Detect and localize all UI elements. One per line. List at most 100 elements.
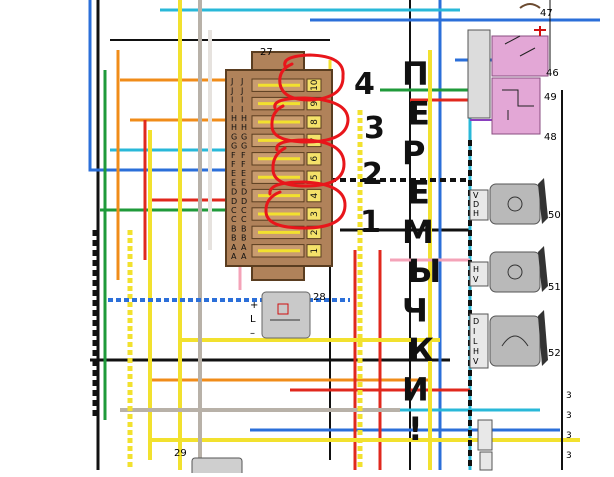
fuse-number-box <box>306 152 322 166</box>
fuse-letter-right: B <box>241 234 247 243</box>
fuse-letter-right: E <box>241 178 246 187</box>
sun-icon <box>507 264 523 280</box>
fuse-number: 4 <box>310 192 320 198</box>
fuse-letter-left: B <box>231 224 237 233</box>
fuse-letter-left: F <box>231 160 236 169</box>
vertical-word-letter: И <box>402 371 429 409</box>
relay-28: 28 + L – <box>250 291 326 339</box>
fuse-letter-right: I <box>241 105 243 114</box>
side-mark: 3 <box>566 411 572 421</box>
side-mark: 3 <box>566 391 572 401</box>
switch-51-pin-h: H <box>473 265 479 274</box>
relay-pin-minus: – <box>250 328 255 339</box>
fuse-letter-right: I <box>241 96 243 105</box>
fuse-block-bottom-tab <box>251 265 305 281</box>
fuse-number: 9 <box>310 100 320 106</box>
annotation-circle-2 <box>271 138 346 188</box>
switch-50-pin-d: D <box>473 200 479 209</box>
fuse-number: 2 <box>310 230 320 236</box>
fuse-number: 6 <box>310 156 320 162</box>
fuse-letter-right: D <box>241 197 247 206</box>
fuse-number: 10 <box>310 79 320 91</box>
fuse-number: 5 <box>310 174 320 180</box>
annotation-number: 3 <box>364 111 385 146</box>
bottom-connector <box>477 419 493 471</box>
switch-52-pin-h: H <box>473 347 479 356</box>
switch-52-group: D I L H V 52 <box>469 310 561 369</box>
fuse-number-box <box>306 244 322 258</box>
fuse-letter-right: E <box>241 169 246 178</box>
switch-51-pin-v: V <box>473 275 479 284</box>
fuse-letter-left: G <box>231 142 237 151</box>
fuse-letter-right: A <box>241 243 247 252</box>
fuse-letter-right: F <box>241 151 246 160</box>
fuse-letter-right: J <box>240 77 243 86</box>
annotation-circle-1 <box>264 180 347 230</box>
relay-body <box>261 291 311 339</box>
fuse-letter-right: G <box>241 132 247 141</box>
fuse-letter-left: I <box>231 105 233 114</box>
vertical-word-letter: П <box>402 55 429 93</box>
fuse-letter-left: C <box>231 206 237 215</box>
fuse-letter-left: H <box>231 123 237 132</box>
fuse-number: 3 <box>310 211 320 217</box>
relay-pin-plus: + <box>250 300 258 311</box>
fuse-letter-left: D <box>231 197 237 206</box>
connector-47 <box>467 29 491 119</box>
fuse-number-box <box>306 188 322 203</box>
light-icon <box>507 196 523 212</box>
fuse-letter-left: F <box>231 151 236 160</box>
fuse-number-box <box>306 207 322 221</box>
fuse-letter-right: F <box>241 160 246 169</box>
block-29-body <box>191 457 243 477</box>
switch-47-group: 47 49 48 46 <box>467 3 559 143</box>
fuse-letter-right: D <box>241 188 247 197</box>
switch-52-pin-i: I <box>473 327 475 336</box>
side-mark: 3 <box>566 431 572 441</box>
wiper-icon <box>501 335 529 347</box>
fuse-number-box <box>306 115 322 129</box>
fuse-letter-left: E <box>231 178 236 187</box>
switch-52-pin-d: D <box>473 317 479 326</box>
annotation-circle-4 <box>278 53 345 102</box>
switch-50-body <box>489 183 541 225</box>
vertical-word-letter: М <box>402 213 434 251</box>
fuse-letter-left: H <box>231 114 237 123</box>
switch-47-id: 47 <box>540 8 553 19</box>
label-46: 46 <box>546 68 559 79</box>
block-29-id: 29 <box>174 448 187 459</box>
relay-coil-icon <box>277 303 289 315</box>
fuse-letter-left: D <box>231 188 237 197</box>
annotation-numbers: 4 3 2 1 <box>354 67 385 240</box>
wire-hook-icon <box>519 3 541 9</box>
fuse-letter-left: J <box>230 77 233 86</box>
switch-52-pin-v: V <box>473 357 479 366</box>
switch-51-group: H V 51 <box>469 246 561 293</box>
fuse-letter-left: E <box>231 169 236 178</box>
switch-50-group: V D H 50 <box>469 178 561 225</box>
fuse-letter-right: A <box>241 252 247 261</box>
annotation-number: 2 <box>362 157 383 192</box>
relay-id: 28 <box>313 292 326 303</box>
annotation-number: 4 <box>354 67 375 102</box>
side-marks: 3 3 3 3 <box>566 391 572 461</box>
fuse-number: 1 <box>310 248 320 254</box>
vertical-word-letter: Ч <box>402 292 428 330</box>
fuse-letter-left: A <box>231 243 237 252</box>
annotation-circles <box>264 53 350 230</box>
vertical-word-letter: ! <box>408 410 423 448</box>
switch-50-pin-v: V <box>473 191 479 200</box>
vertical-word-letter: Е <box>408 94 430 132</box>
switch-51-body <box>489 251 541 293</box>
switch-50-id: 50 <box>548 210 561 221</box>
fuse-letter-left: C <box>231 215 237 224</box>
vertical-word-letter: Е <box>408 173 430 211</box>
side-mark: 3 <box>566 451 572 461</box>
relay-pin-l: L <box>250 314 256 325</box>
fuse-number: 8 <box>310 119 320 125</box>
